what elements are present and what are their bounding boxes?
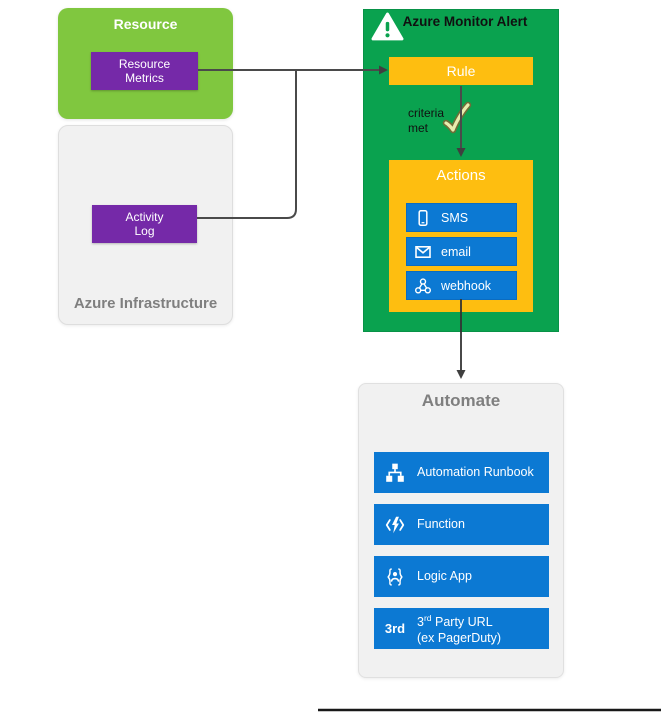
- automate-item-label: Function: [417, 517, 465, 531]
- azure-monitor-alert-title: Azure Monitor Alert: [402, 14, 528, 29]
- automate-item-label: 3rd Party URL(ex PagerDuty): [417, 613, 502, 645]
- resource-group-title: Resource: [113, 16, 178, 32]
- checkmark-icon: [439, 99, 473, 137]
- hierarchy-icon: [386, 463, 404, 482]
- smartphone-icon: [418, 209, 428, 226]
- automate-item-logic-app: Logic App: [374, 556, 549, 597]
- azure-infrastructure-title: Azure Infrastructure: [73, 295, 218, 312]
- envelope-icon: [415, 245, 431, 258]
- automate-item-label: Logic App: [417, 569, 472, 583]
- action-item-label: SMS: [441, 210, 469, 225]
- rule-node: Rule: [389, 57, 533, 85]
- criteria-met-label: criteria met: [408, 106, 445, 135]
- action-item-label: webhook: [441, 278, 492, 293]
- function-bolt-icon: [385, 516, 405, 533]
- action-item-email: email: [406, 237, 517, 266]
- resource-metrics-label: Resource Metrics: [118, 57, 171, 85]
- activity-log-node: Activity Log: [92, 205, 197, 243]
- action-item-webhook: webhook: [406, 271, 517, 300]
- webhook-icon: [414, 277, 432, 294]
- action-item-sms: SMS: [406, 203, 517, 232]
- automate-item-third-party: 3rd 3rd Party URL(ex PagerDuty): [374, 608, 549, 649]
- activity-log-label: Activity Log: [125, 210, 164, 238]
- action-item-label: email: [441, 244, 471, 259]
- automate-item-label: Automation Runbook: [417, 465, 534, 479]
- warning-triangle-icon: [371, 12, 404, 42]
- actions-title: Actions: [436, 167, 486, 184]
- resource-metrics-node: Resource Metrics: [91, 52, 198, 90]
- third-party-text-icon: 3rd: [384, 621, 406, 636]
- logic-app-icon: [387, 567, 403, 586]
- automate-item-function: Function: [374, 504, 549, 545]
- automate-item-runbook: Automation Runbook: [374, 452, 549, 493]
- automate-title: Automate: [421, 391, 501, 410]
